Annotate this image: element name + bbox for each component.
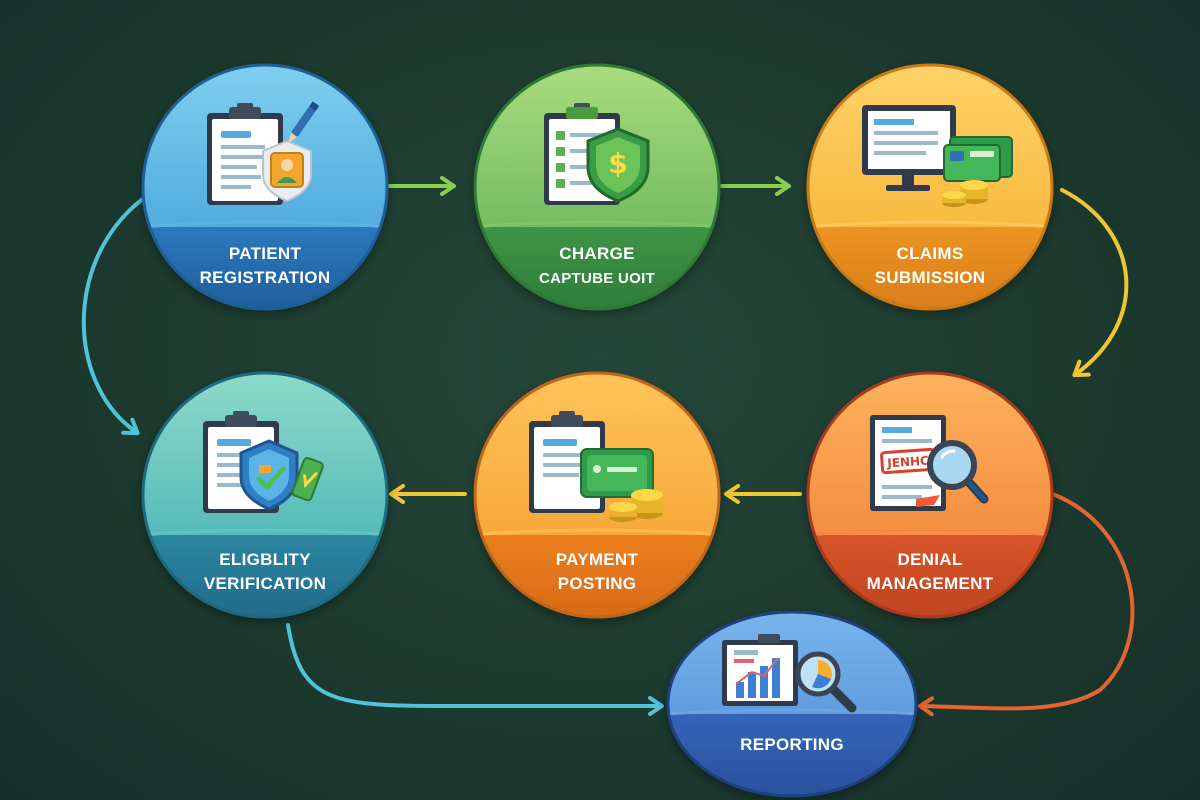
step-claims-submission: CLAIMS SUBMISSION <box>806 63 1054 311</box>
clipboard-shield-check-icon <box>203 411 324 513</box>
step-label-line1: CHARGE <box>559 244 634 263</box>
chart-report-magnifier-icon <box>722 634 857 713</box>
stamp-text: JENHC <box>886 454 930 471</box>
clipboard-id-badge-icon <box>207 101 320 205</box>
arrow-eligibility-to-reporting <box>286 623 664 716</box>
step-label-line1: DENIAL <box>897 550 962 569</box>
step-payment-posting: PAYMENT POSTING <box>473 371 721 619</box>
connector-arrows <box>81 176 1135 717</box>
denied-stamp-icon: JENHC <box>880 447 936 475</box>
step-label-line1: REPORTING <box>740 735 844 754</box>
step-denial-management: JENHC DENIAL MANAGEMENT <box>806 371 1054 619</box>
coins-icon <box>942 180 988 207</box>
step-label-line1: PAYMENT <box>556 550 639 569</box>
step-charge-capture: $ CHARGE CAPTUBE UOIT <box>473 63 721 311</box>
bar-chart-icon <box>735 657 780 698</box>
step-eligibility-verification: ELIGBLITY VERIFICATION <box>141 371 389 619</box>
coins-icon <box>609 489 663 522</box>
arrow-denial-to-reporting <box>918 493 1135 717</box>
step-label-line2: SUBMISSION <box>875 268 986 287</box>
clipboard-card-coins-icon <box>529 411 663 522</box>
checklist-shield-dollar-icon: $ <box>544 103 650 205</box>
document-stamp-magnifier-icon: JENHC <box>870 415 989 511</box>
step-label-line2: CAPTUBE UOIT <box>539 270 655 287</box>
dollar-icon: $ <box>608 147 627 180</box>
magnifier-icon <box>927 440 989 504</box>
arrow-claims-to-denial <box>1060 188 1129 378</box>
step-reporting: REPORTING <box>666 610 918 798</box>
step-label-line2: POSTING <box>558 574 637 593</box>
step-label-line2: REGISTRATION <box>200 268 331 287</box>
step-label-line1: ELIGBLITY <box>219 550 311 569</box>
step-patient-registration: PATIENT REGISTRATION <box>141 63 389 311</box>
computer-card-coins-icon <box>862 105 1013 207</box>
step-label-line1: PATIENT <box>229 244 302 263</box>
arrow-registration-to-eligibility <box>81 188 158 436</box>
pie-magnifier-icon <box>795 651 857 713</box>
step-label-line1: CLAIMS <box>897 244 964 263</box>
step-label-line2: VERIFICATION <box>204 574 326 593</box>
step-label-line2: MANAGEMENT <box>867 574 994 593</box>
